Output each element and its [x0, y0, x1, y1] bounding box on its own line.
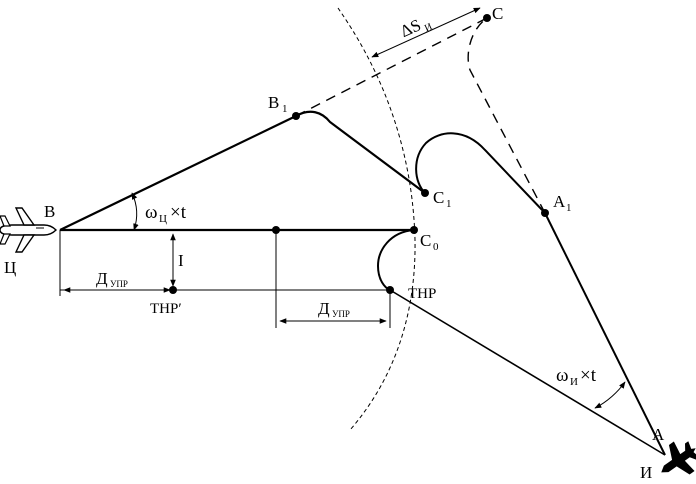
label-omega-interceptor: ω [556, 365, 569, 386]
label-i: I [178, 251, 184, 270]
dashed-b1-c [295, 17, 488, 117]
label-c1: C [433, 188, 444, 207]
label-b1: B [268, 93, 279, 112]
label-a1-sub: 1 [566, 202, 572, 214]
label-i-cyr: И [640, 463, 652, 482]
label-c: C [492, 4, 503, 23]
dashed-a1-c [467, 17, 546, 214]
label-a: A [652, 425, 665, 444]
label-omega-target-sub: Ц [159, 213, 167, 225]
turn-a1-c1 [415, 132, 546, 214]
interceptor-path-tnr-a [389, 289, 666, 456]
label-ts: Ц [4, 258, 16, 277]
range-arc [337, 7, 416, 431]
point-tnr-prime [169, 286, 177, 294]
label-b1-sub: 1 [282, 103, 288, 115]
point-c [483, 14, 491, 22]
point-tnr [386, 286, 394, 294]
point-b1 [292, 112, 300, 120]
label-tnr-prime: ТНР′ [150, 301, 182, 317]
label-a1: A [553, 192, 566, 211]
label-omega-target-rest: ×t [170, 202, 187, 223]
label-c0-sub: 0 [433, 241, 439, 253]
angle-arc-interceptor [594, 381, 626, 409]
label-d-upr-left-sub: УПР [110, 279, 128, 289]
airliner-icon [0, 207, 57, 253]
label-b: B [44, 202, 55, 221]
point-a1 [541, 209, 549, 217]
label-delta-s: ΔS [397, 15, 423, 41]
label-d-upr-right-sub: УПР [332, 309, 350, 319]
turn-b1-c1 [295, 110, 426, 194]
point-c1 [421, 189, 429, 197]
fighter-jet-icon [661, 441, 696, 475]
target-path-b-b1 [59, 115, 297, 231]
angle-arc-target [131, 192, 139, 231]
label-c0: C [420, 231, 431, 250]
label-delta-s-sub: И [423, 21, 434, 34]
interceptor-path-a-a1 [544, 212, 666, 456]
label-omega-target: ω [145, 202, 158, 223]
label-omega-interceptor-rest: ×t [580, 365, 597, 386]
label-omega-interceptor-sub: И [570, 376, 578, 388]
point-c0 [410, 226, 418, 234]
label-c1-sub: 1 [446, 198, 452, 210]
turn-c0-tnr [376, 229, 415, 291]
label-d-upr-left: Д [96, 269, 108, 288]
label-tnr: ТНР [408, 286, 436, 302]
label-d-upr-right: Д [318, 299, 330, 318]
point-mid [272, 226, 280, 234]
dim-delta-s [371, 7, 481, 58]
